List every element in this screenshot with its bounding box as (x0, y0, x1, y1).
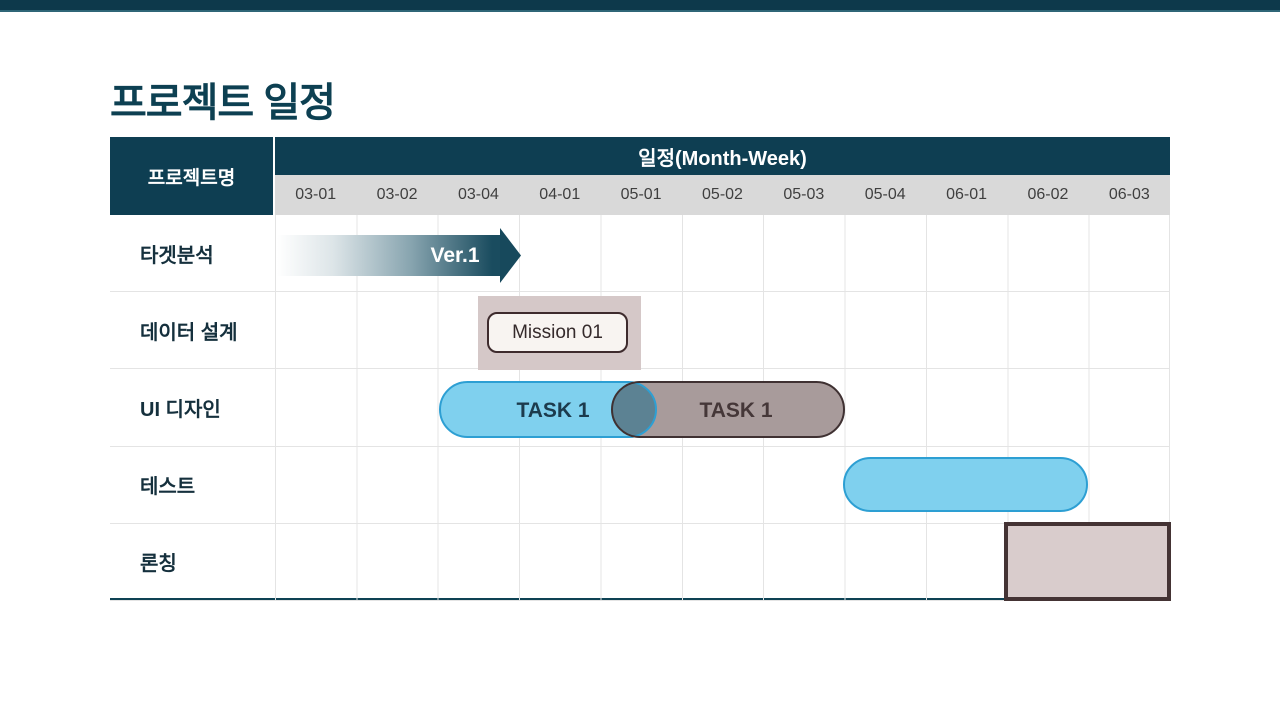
week-tick-label: 05-02 (702, 186, 743, 203)
gantt-chart: 프로젝트명 일정(Month-Week) 03-01 03-02 03-04 0… (110, 137, 1171, 601)
top-accent-bar (0, 0, 1280, 12)
week-tick-label: 04-01 (539, 186, 581, 203)
task-row-target-analysis: 타겟분석 (110, 215, 1170, 293)
column-header-project-name: 프로젝트명 (110, 137, 275, 215)
task-row-test: 테스트 (110, 447, 1170, 524)
week-tick-label: 05-04 (864, 186, 906, 203)
gantt-bar-test-pill (843, 457, 1088, 512)
gantt-body: 타겟분석 데이터 설계 UI 디자인 테스트 론칭 Ver.1 Mission … (110, 215, 1171, 601)
week-tick-label: 06-01 (946, 186, 988, 203)
gantt-header: 프로젝트명 일정(Month-Week) 03-01 03-02 03-04 0… (110, 137, 1170, 215)
week-tick-label: 06-03 (1108, 186, 1150, 203)
week-tick-label: 06-02 (1027, 186, 1069, 203)
schedule-header-group: 일정(Month-Week) 03-01 03-02 03-04 04-01 0… (275, 137, 1170, 215)
task-row-label: 테스트 (140, 476, 196, 499)
gantt-pill-gray (612, 382, 844, 437)
page-title: 프로젝트 일정 (110, 81, 336, 125)
gantt-pill-blue-label: TASK 1 (516, 399, 589, 422)
gantt-bars-layer: Ver.1 Mission 01 TASK 1 TASK 1 (110, 215, 1171, 601)
task-row-label: 데이터 설계 (140, 321, 238, 344)
schedule-axis-title: 일정(Month-Week) (275, 137, 1170, 175)
week-tick-label: 03-04 (457, 186, 499, 203)
gantt-bar-launch-rect (1004, 522, 1171, 601)
gantt-pill-gray-label: TASK 1 (699, 399, 772, 422)
week-tick-label: 05-01 (620, 186, 662, 203)
gantt-milestone-box: Mission 01 (487, 312, 628, 353)
week-tick-label: 03-02 (376, 186, 418, 203)
gantt-overlapping-pills: TASK 1 TASK 1 (439, 381, 845, 438)
gantt-bar-gradient-arrow (277, 235, 501, 276)
task-row-label: 론칭 (140, 553, 177, 576)
task-row-ui-design: UI 디자인 (110, 369, 1170, 447)
gantt-bar-label-ver1: Ver.1 (430, 244, 480, 267)
week-tick-row: 03-01 03-02 03-04 04-01 05-01 05-02 05-0… (275, 175, 1170, 215)
task-row-label: UI 디자인 (140, 398, 221, 421)
week-tick-label: 03-01 (295, 186, 337, 203)
task-row-label: 타겟분석 (140, 244, 214, 267)
task-row-launch: 론칭 (110, 524, 1170, 601)
week-tick-label: 05-03 (783, 186, 825, 203)
gantt-pill-blue (440, 382, 656, 437)
